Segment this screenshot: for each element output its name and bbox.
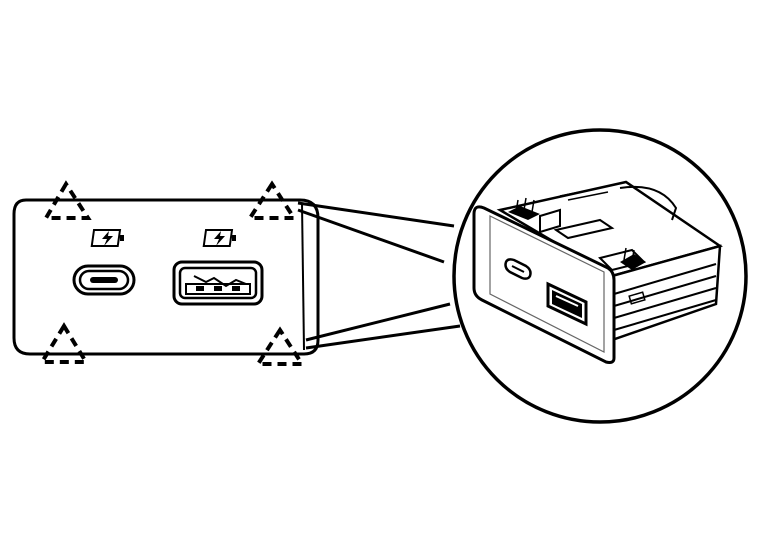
usb-panel-bezel [12, 198, 320, 356]
detail-usb-c-port [504, 258, 532, 280]
usb-a-port [172, 260, 264, 306]
usb-module-isometric [472, 180, 723, 364]
usb-c-port [72, 264, 136, 296]
clip-marker-top-left [42, 180, 92, 220]
clip-marker-bottom-right [254, 326, 306, 366]
zoom-callout-lines [297, 201, 461, 350]
charge-indicator-icon-usb-c [90, 229, 125, 247]
charge-indicator-icon-usb-a [202, 229, 237, 247]
clip-marker-top-right [246, 180, 298, 220]
detail-usb-a-port [546, 281, 588, 327]
clip-marker-bottom-left [38, 322, 90, 364]
